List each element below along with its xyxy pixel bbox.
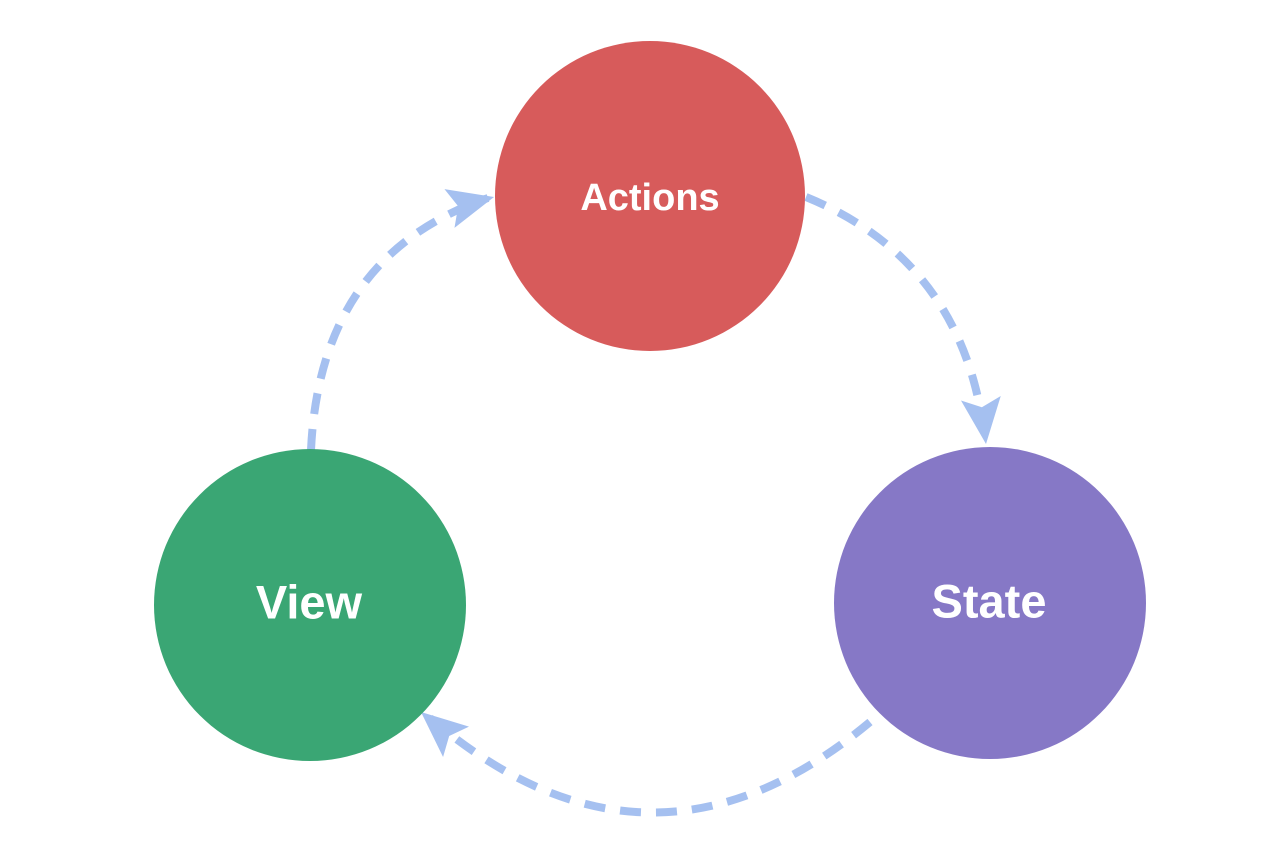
arrowhead-into-view-icon bbox=[421, 712, 469, 758]
node-view: View bbox=[154, 449, 466, 761]
edge-state-to-view bbox=[427, 714, 873, 817]
node-state-label: State bbox=[932, 575, 1047, 628]
node-state-circle bbox=[834, 447, 1146, 759]
arrowhead-into-actions-icon bbox=[444, 189, 494, 228]
node-actions-label: Actions bbox=[580, 177, 719, 219]
node-actions: Actions bbox=[495, 41, 805, 351]
arrowhead-into-state-icon bbox=[960, 396, 1001, 444]
node-state: State bbox=[834, 447, 1146, 759]
edge-view-to-actions bbox=[307, 194, 490, 451]
edge-actions-to-state bbox=[804, 193, 989, 441]
node-view-circle bbox=[154, 449, 466, 761]
node-view-label: View bbox=[256, 576, 363, 629]
node-actions-circle bbox=[495, 41, 805, 351]
